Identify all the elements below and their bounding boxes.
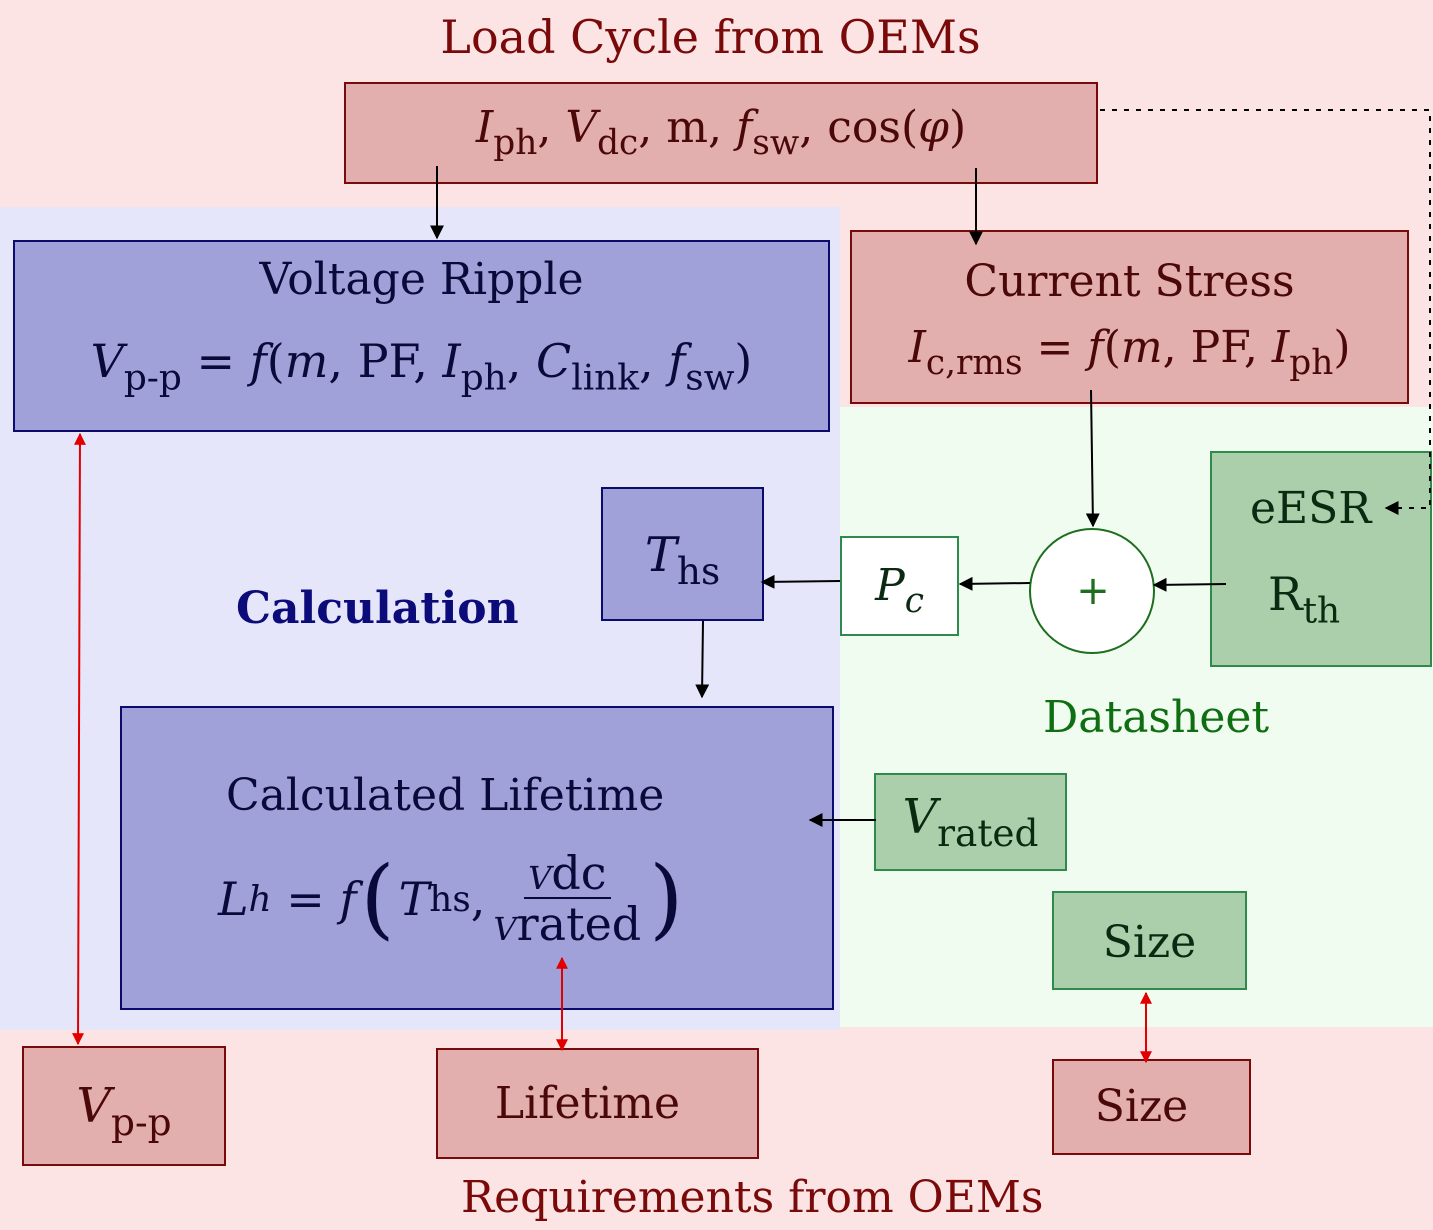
voltage-ripple-title: Voltage Ripple <box>259 254 584 305</box>
requirement-size-label: Size <box>1094 1081 1189 1132</box>
eesr-label: eESR <box>1250 483 1372 534</box>
calculation-label: Calculation <box>236 583 519 634</box>
arrow-datasheet-to-sum <box>1152 577 1227 592</box>
voltage-ratio-fraction: Vdc Vrated <box>493 845 642 951</box>
sum-symbol: + <box>1076 568 1110 614</box>
dotted-inputs-to-eesr <box>1100 109 1431 515</box>
compare-arrow-vpp <box>72 432 86 1046</box>
hotspot-temperature-box: Ths <box>601 487 764 621</box>
voltage-ripple-box: Voltage Ripple Vp-p = f(m, PF, Iph, Clin… <box>13 240 830 432</box>
arrow-sum-to-power-loss <box>958 576 1031 591</box>
load-cycle-inputs-box: Iph, Vdc, m, fsw, cos(φ) <box>344 82 1098 184</box>
datasheet-size-box: Size <box>1052 891 1247 990</box>
power-loss-box: Pc <box>840 536 959 636</box>
hotspot-temperature-label: Ths <box>644 527 721 594</box>
current-stress-formula: Ic,rms = f(m, PF, Iph) <box>908 322 1351 383</box>
load-cycle-formula: Iph, Vdc, m, fsw, cos(φ) <box>475 102 967 163</box>
arrow-current-stress-to-sum <box>1085 389 1100 528</box>
rated-voltage-box: Vrated <box>874 773 1067 871</box>
requirement-size-box: Size <box>1052 1059 1251 1155</box>
requirement-lifetime-label: Lifetime <box>494 1078 681 1129</box>
datasheet-label: Datasheet <box>1043 692 1270 743</box>
rated-voltage-label: Vrated <box>902 789 1039 856</box>
arrow-power-loss-to-hotspot <box>760 574 841 589</box>
datasheet-size-label: Size <box>1102 917 1197 968</box>
current-stress-title: Current Stress <box>964 256 1295 307</box>
load-cycle-label: Load Cycle from OEMs <box>440 10 981 64</box>
requirement-vpp-label: Vp-p <box>76 1078 172 1145</box>
current-stress-box: Current Stress Ic,rms = f(m, PF, Iph) <box>850 230 1409 404</box>
datasheet-parameters-box: eESR Rth <box>1210 451 1432 667</box>
thermal-resistance-label: Rth <box>1268 567 1341 632</box>
power-loss-label: Pc <box>875 560 924 621</box>
requirement-vpp-box: Vp-p <box>22 1046 226 1166</box>
arrow-hotspot-to-lifetime <box>695 620 710 699</box>
requirements-label: Requirements from OEMs <box>461 1172 1044 1223</box>
requirement-lifetime-box: Lifetime <box>436 1048 759 1159</box>
voltage-ripple-formula: Vp-p = f(m, PF, Iph, Clink, fsw) <box>90 334 753 399</box>
calculated-lifetime-title: Calculated Lifetime <box>226 770 665 821</box>
